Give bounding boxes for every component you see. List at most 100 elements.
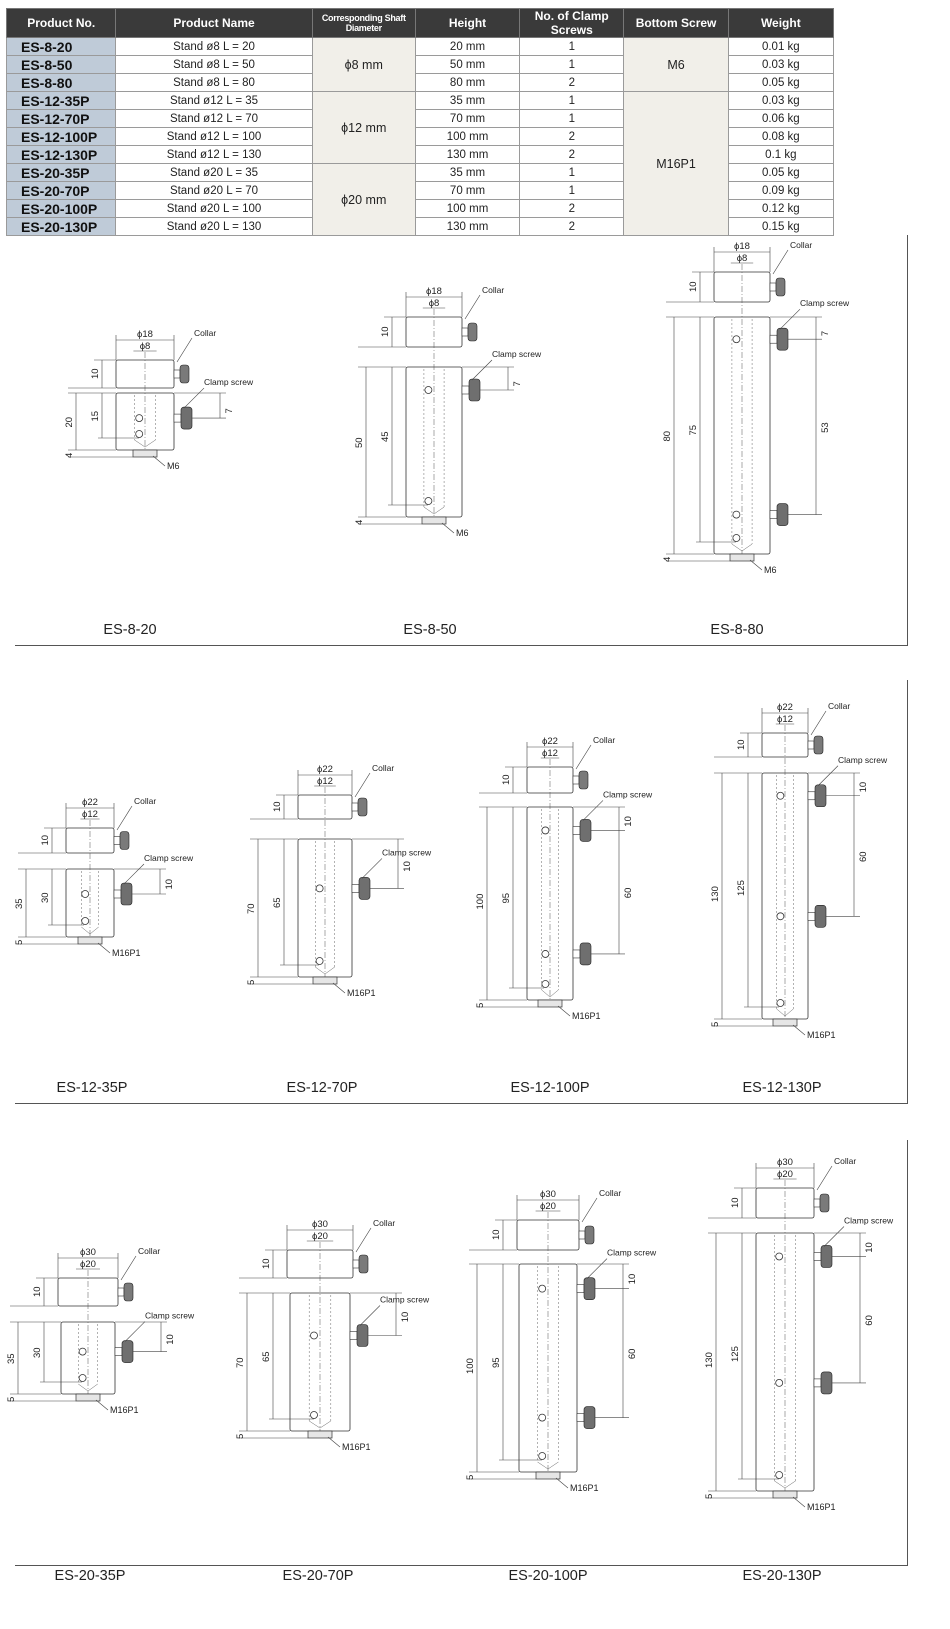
total-height-label: 100 [465,1358,476,1374]
clamp-screw-label: Clamp screw [380,1295,430,1305]
thread-label: M6 [764,565,777,575]
leader-line [749,559,763,571]
clamp-screw-label: Clamp screw [145,1311,195,1321]
collar-knob [578,770,589,790]
clamp-screw-label: Clamp screw [204,377,254,387]
leader-line [327,1436,341,1448]
thread-label: M6 [456,528,469,538]
shaft-diameter-cell: ϕ12 mm [311,91,416,164]
screw-hole [538,1452,547,1460]
total-height-label: 80 [662,431,673,442]
drawing-caption: ES-12-100P [510,1080,590,1096]
collar-height-label: 10 [501,774,512,785]
clamp-screw-shank [576,1413,585,1422]
inner-diameter-label: ϕ12 [542,748,558,759]
bottom-thread [307,1430,333,1439]
spec-table: Product No. Product Name Corresponding S… [5,8,835,236]
leader-line [817,765,839,786]
product-no-cell: ES-20-100P [5,199,117,218]
collar-screw-shank [117,1287,125,1297]
total-height-label: 35 [6,1353,17,1364]
leader-line [97,942,111,954]
header-product-no: Product No. [5,8,117,38]
leader-line [464,294,481,320]
height-cell: 100 mm [414,127,521,146]
total-height-label: 130 [704,1352,715,1368]
clamp-knob [776,327,789,351]
bore-tip [309,1420,331,1429]
thread-label: M16P1 [807,1030,836,1040]
clamp-screw-shank [351,884,360,893]
leader-line [95,1399,109,1411]
collar-height-label: 10 [688,281,699,292]
clamp-offset-label: 7 [820,331,831,336]
leader-line [816,1165,833,1191]
product-name-cell: Stand ø20 L = 70 [115,181,313,200]
screw-hole [78,1347,87,1356]
clamp-offset-label: 10 [164,879,175,890]
drawing-caption: ES-20-70P [282,1568,354,1584]
clamp-screw-shank [807,911,816,921]
collar-height-label: 10 [261,1258,272,1269]
thread-label: M16P1 [570,1483,599,1493]
thread-label: M6 [167,461,180,471]
screw-hole [424,497,433,505]
screw-hole [78,1374,87,1382]
body-height-label: 125 [730,1346,741,1362]
body-height-label: 30 [40,892,51,903]
pitch-label: 60 [627,1349,638,1360]
clamp-knob [121,1340,134,1363]
drawing-caption: ES-8-20 [103,622,157,638]
bore-tip [537,1461,559,1470]
clamp-screw-shank [807,791,816,801]
collar-label: Collar [194,328,216,338]
screw-hole [81,917,90,925]
header-row: Product No. Product Name Corresponding S… [5,8,835,38]
body-height-label: 75 [688,425,699,436]
drawing-panel-es-12 [15,680,908,1104]
bottom-thread [537,999,563,1008]
screw-hole [541,980,550,988]
total-height-label: 50 [354,437,365,448]
drawing-caption: ES-12-70P [286,1080,358,1096]
clamp-offset-label: 7 [224,408,235,413]
clamp-knob [814,904,827,928]
clamp-screw-shank [349,1331,358,1340]
clamp-knob [583,1406,596,1429]
drawing-caption: ES-8-80 [710,622,764,638]
clamp-screw-shank [813,1378,822,1388]
clamp-offset-label: 10 [858,782,869,793]
collar-knob [467,322,478,342]
clamp-screw-shank [769,510,778,519]
clamp-offset-label: 10 [400,1312,411,1323]
clamp-screw-shank [173,413,182,423]
collar-label: Collar [372,763,394,773]
outer-diameter-label: ϕ30 [80,1247,96,1258]
product-name-cell: Stand ø8 L = 20 [115,37,313,56]
screw-hole [541,826,550,835]
clamp-knob [776,503,789,526]
drawing-panel-es-20 [15,1140,908,1566]
leader-line [354,772,371,798]
clamp-screw-shank [572,949,581,959]
product-name-cell: Stand ø20 L = 100 [115,199,313,218]
leader-line [823,1226,845,1247]
collar-screw-shank [351,802,359,812]
leader-line [183,387,205,409]
thread-label: M16P1 [342,1442,371,1452]
screw-hole [732,534,741,542]
clamp-screw-label: Clamp screw [492,349,542,359]
body-height-label: 95 [501,893,512,904]
drawing-caption: ES-12-130P [742,1080,822,1096]
height-cell: 130 mm [414,217,521,236]
collar-knob [179,364,190,384]
